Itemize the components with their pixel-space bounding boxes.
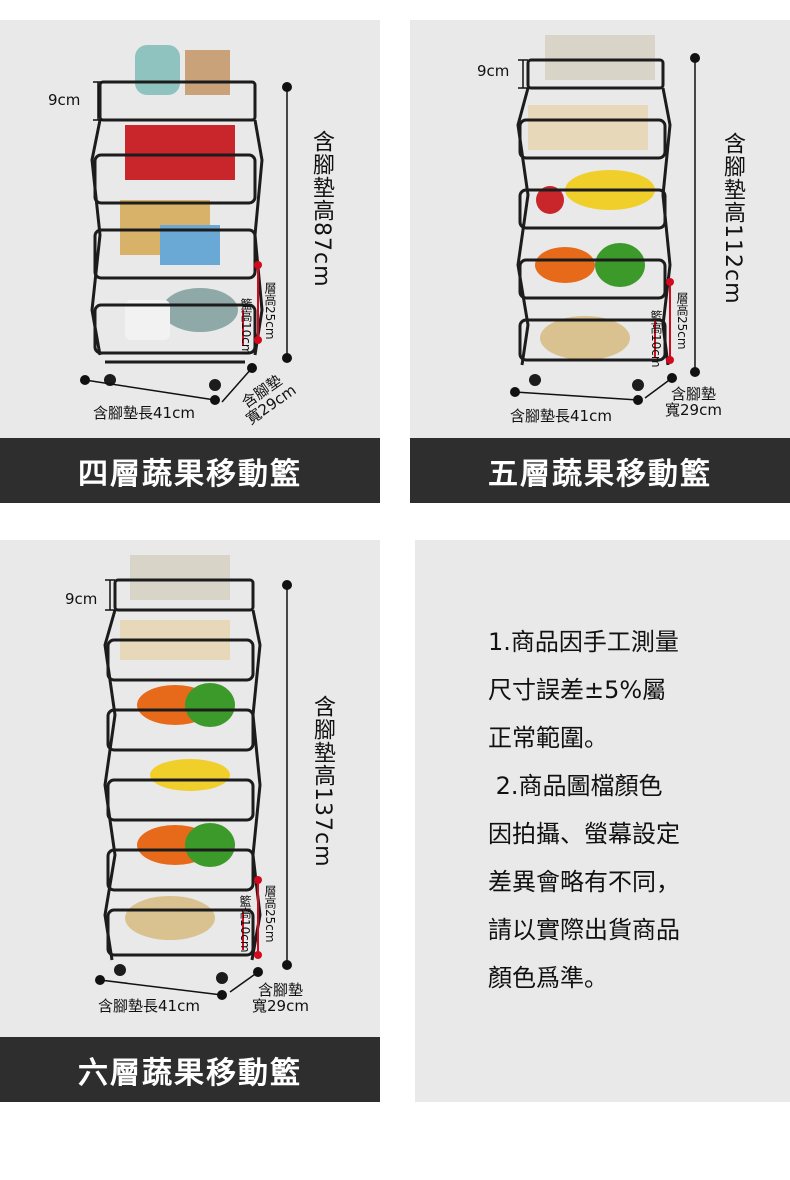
note-line: 請以實際出貨商品 <box>488 916 680 944</box>
six-length-label: 含腳墊長41cm <box>98 997 200 1015</box>
four-length-label: 含腳墊長41cm <box>93 404 195 422</box>
product-panel-five-tier: 9cm 含腳墊高112cm 層高25cm 籃高10cm 含腳墊長41cm 含腳墊… <box>410 20 790 503</box>
note-line: 差異會略有不同， <box>488 868 680 896</box>
five-basket-height-label: 籃高10cm <box>649 310 663 368</box>
six-width-label: 含腳墊 寬29cm <box>252 982 309 1014</box>
note-line: 2.商品圖檔顏色 <box>488 772 663 800</box>
six-top-height-label: 9cm <box>65 590 98 608</box>
six-tier-rack-illustration <box>95 555 292 1000</box>
six-width-line2: 寬29cm <box>252 997 309 1015</box>
product-panel-six-tier: 9cm 含腳墊高137cm 層高25cm 籃高10cm 含腳墊長41cm 含腳墊… <box>0 540 380 1102</box>
five-tier-caption: 五層蔬果移動籃 <box>410 438 790 503</box>
five-top-height-label: 9cm <box>477 62 510 80</box>
five-width-label: 含腳墊 寬29cm <box>665 386 722 418</box>
six-width-line1: 含腳墊 <box>257 981 303 999</box>
four-layer-height-label: 層高25cm <box>263 282 277 340</box>
five-total-height-label: 含腳墊高112cm <box>720 132 745 305</box>
six-tier-caption: 六層蔬果移動籃 <box>0 1037 380 1102</box>
five-layer-height-label: 層高25cm <box>675 292 689 350</box>
five-width-line2: 寬29cm <box>665 401 722 419</box>
four-basket-height-label: 籃高10cm <box>239 298 253 356</box>
notes-panel <box>415 540 790 1102</box>
note-line: 尺寸誤差±5%屬 <box>488 676 667 704</box>
five-tier-rack-illustration <box>510 35 700 405</box>
four-top-height-label: 9cm <box>48 91 81 109</box>
five-width-line1: 含腳墊 <box>670 385 716 403</box>
four-tier-caption: 四層蔬果移動籃 <box>0 438 380 503</box>
note-line: 1.商品因手工測量 <box>488 628 679 656</box>
six-layer-height-label: 層高25cm <box>263 885 277 943</box>
five-length-label: 含腳墊長41cm <box>510 407 612 425</box>
six-basket-height-label: 籃高10cm <box>238 895 252 953</box>
notes-text: 1.商品因手工測量 尺寸誤差±5%屬 正常範圍。 2.商品圖檔顏色 因拍攝、螢幕… <box>488 618 748 1002</box>
six-total-height-label: 含腳墊高137cm <box>310 695 335 868</box>
four-total-height-label: 含腳墊高87cm <box>309 130 334 288</box>
note-line: 正常範圍。 <box>488 724 608 752</box>
four-tier-rack-illustration <box>80 45 292 405</box>
product-panel-four-tier: 9cm 含腳墊高87cm 層高25cm 籃高10cm 含腳墊長41cm 含腳墊 … <box>0 20 380 503</box>
note-line: 顏色爲準。 <box>488 964 608 992</box>
note-line: 因拍攝、螢幕設定 <box>488 820 680 848</box>
